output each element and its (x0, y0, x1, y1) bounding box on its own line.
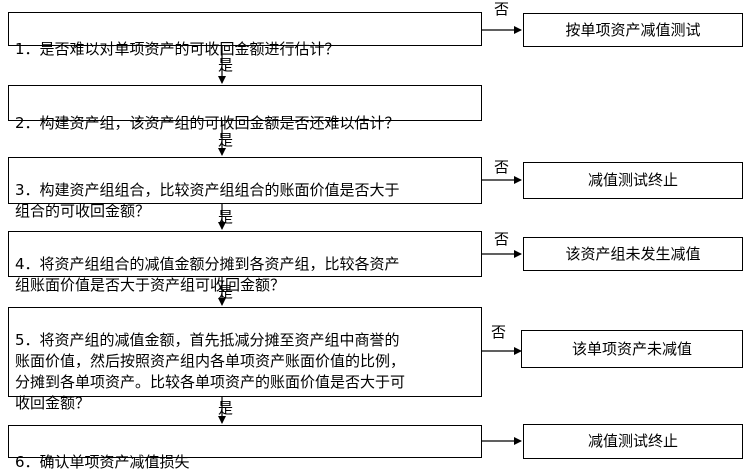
step-2-text: 2．构建资产组，该资产组的可收回金额是否还难以估计？ (15, 114, 400, 132)
step-2-box: 2．构建资产组，该资产组的可收回金额是否还难以估计？ (8, 85, 482, 132)
step-5-text: 5．将资产组的减值金额，首先抵减分摊至资产组中商誉的 账面价值，然后按照资产组内… (15, 331, 406, 412)
yes-label-2: 是 (218, 131, 234, 149)
step-3-box: 3．构建资产组组合，比较资产组组合的账面价值是否大于 组合的可收回金额？ (8, 157, 482, 220)
result-4-text: 该单项资产未减值 (571, 339, 692, 358)
step-1-box: 1．是否难以对单项资产的可收回金额进行估计？ (8, 12, 482, 58)
yes-label-5: 是 (218, 399, 234, 417)
step-1-text: 1．是否难以对单项资产的可收回金额进行估计？ (15, 40, 340, 58)
result-2-text: 减值测试终止 (587, 171, 678, 189)
yes-label-3: 是 (218, 208, 234, 226)
result-5-box: 减值测试终止 (523, 424, 743, 459)
step-4-text: 4．将资产组组合的减值金额分摊到各资产组，比较各资产 组账面价值是否大于资产组可… (15, 255, 400, 294)
result-3-text: 该资产组未发生减值 (565, 244, 701, 263)
result-1-box: 按单项资产减值测试 (523, 13, 743, 47)
step-4-box: 4．将资产组组合的减值金额分摊到各资产组，比较各资产 组账面价值是否大于资产组可… (8, 231, 482, 294)
yes-label-4: 是 (218, 283, 234, 301)
step-6-box: 6．确认单项资产减值损失 (8, 425, 482, 471)
yes-label-1: 是 (218, 56, 234, 74)
result-4-box: 该单项资产未减值 (521, 330, 743, 368)
no-label-1: 否 (494, 0, 510, 18)
result-1-text: 按单项资产减值测试 (565, 20, 701, 39)
no-label-4: 否 (491, 323, 507, 341)
result-5-text: 减值测试终止 (587, 432, 678, 450)
step-3-text: 3．构建资产组组合，比较资产组组合的账面价值是否大于 组合的可收回金额？ (15, 181, 400, 220)
result-2-box: 减值测试终止 (523, 162, 743, 199)
step-5-box: 5．将资产组的减值金额，首先抵减分摊至资产组中商誉的 账面价值，然后按照资产组内… (8, 307, 482, 412)
result-3-box: 该资产组未发生减值 (523, 237, 743, 271)
no-label-3: 否 (494, 230, 510, 248)
step-6-text: 6．确认单项资产减值损失 (15, 453, 190, 471)
no-label-2: 否 (494, 158, 510, 176)
